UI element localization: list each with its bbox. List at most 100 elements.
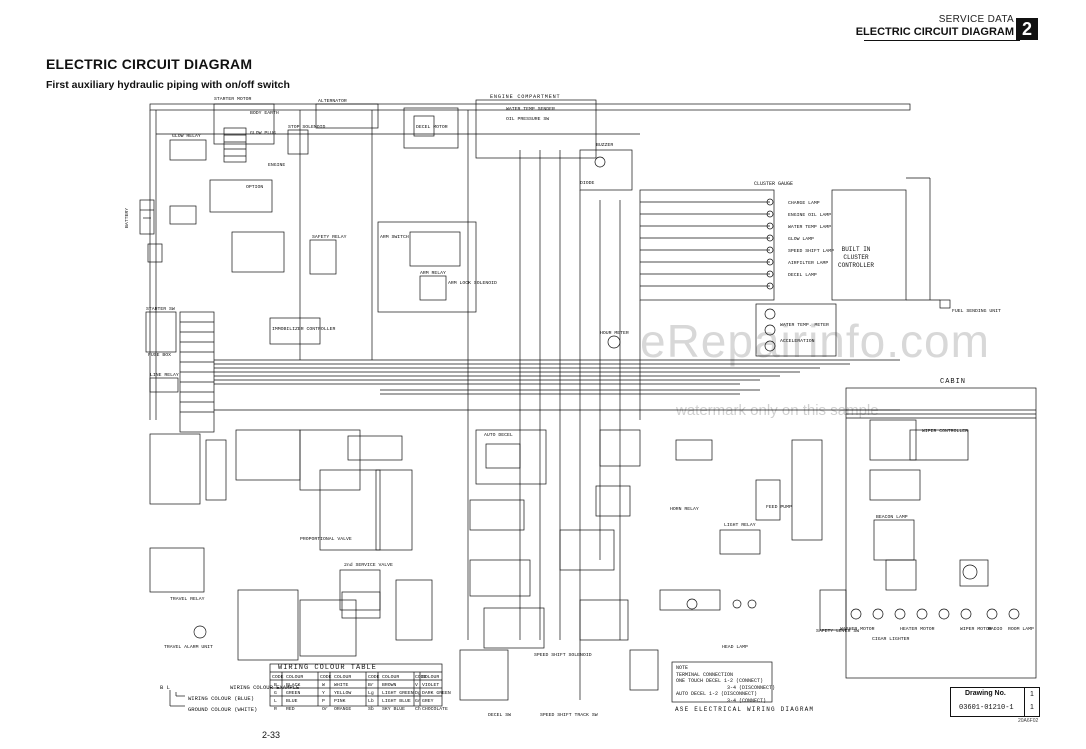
legend-wiring-colour-example: WIRING COLOUR EXAMPLE — [230, 684, 300, 691]
2nd-service-valve — [299, 599, 357, 657]
drawing-number-box: Drawing No. 03601-01210-1 1 1 — [950, 687, 1040, 717]
beacon-lamp — [873, 519, 915, 561]
label-beacon-lamp: BEACON LAMP — [876, 514, 908, 520]
label-arm-switch: ARM SWITCH — [380, 234, 409, 240]
label-arm-lock-solenoid: ARM LOCK SOLENOID — [448, 280, 497, 286]
label-starter-sw: STARTER SW — [146, 306, 175, 312]
label-decel-lamp: DECEL LAMP — [788, 272, 817, 278]
label-engine-oil-lamp: ENGINE OIL LAMP — [788, 212, 831, 218]
label-safety-lever-sw: SAFETY LEVER SW — [816, 628, 859, 634]
generator-relay-harness — [209, 179, 273, 213]
wiring-table-title: WIRING COLOUR TABLE — [278, 664, 377, 672]
svg-text:GREEN: GREEN — [286, 690, 301, 696]
svg-text:P: P — [322, 698, 325, 704]
label-buzzer: BUZZER — [596, 142, 613, 148]
drawing-no-value: 03601-01210-1 — [959, 704, 1014, 712]
label-battery: BATTERY — [124, 208, 130, 228]
meters-box — [755, 303, 837, 357]
svg-text:ORANGE: ORANGE — [334, 706, 351, 712]
svg-text:L: L — [274, 698, 277, 704]
service-proportional-box — [319, 469, 381, 551]
maintenance-light-socket — [237, 589, 299, 661]
label-glow-relay: GLOW RELAY — [172, 133, 201, 139]
header-right: SERVICE DATA ELECTRIC CIRCUIT DIAGRAM — [856, 14, 1014, 38]
beacon-relay — [869, 419, 917, 461]
label-charge-lamp: CHARGE LAMP — [788, 200, 820, 206]
svg-text:Or: Or — [322, 706, 328, 712]
svg-text:SKY BLUE: SKY BLUE — [382, 706, 405, 712]
cluster-gauge-label: CLUSTER GAUGE — [754, 181, 794, 187]
speed-shift-relay — [559, 529, 615, 571]
svg-text:CODE: CODE — [415, 674, 427, 680]
head-lamps — [659, 589, 721, 611]
feed-pump — [755, 479, 781, 521]
wiper-controller — [869, 469, 921, 501]
travel-alarm-unit — [193, 625, 207, 639]
starter-motor-block — [213, 103, 275, 145]
label-option: OPTION — [246, 184, 263, 190]
built-in-controller-label: BUILT IN CLUSTER CONTROLLER — [838, 246, 875, 269]
svg-text:CHOCOLATE: CHOCOLATE — [422, 706, 448, 712]
label-cigar-lighter: CIGAR LIGHTER — [872, 636, 910, 642]
label-decel-motor: DECEL MOTOR — [416, 124, 448, 130]
label-water-temp-lamp: WATER TEMP LAMP — [788, 224, 831, 230]
drawing-no-label: Drawing No. — [965, 690, 1006, 697]
lever-solenoid — [819, 589, 847, 631]
arm-circuit — [377, 221, 477, 313]
watermark-sample: watermark only on this sample — [676, 402, 879, 419]
chapter-number-badge: 2 — [1016, 18, 1038, 40]
svg-text:COLOUR: COLOUR — [286, 674, 303, 680]
svg-text:CODE: CODE — [320, 674, 332, 680]
label-proportional-valve: PROPORTIONAL VALVE — [300, 536, 352, 542]
svg-text:LIGHT BLUE: LIGHT BLUE — [382, 698, 411, 704]
header-rule — [864, 40, 1020, 41]
fuse — [147, 243, 163, 263]
svg-text:W: W — [322, 682, 325, 688]
shuttle-box — [347, 435, 403, 461]
engine-compartment — [475, 99, 597, 159]
label-speed-shift-solenoid: SPEED SHIFT SOLENOID — [534, 652, 592, 658]
proportional-valve-box — [235, 429, 301, 481]
label-travel-relay: TRAVEL RELAY — [170, 596, 205, 602]
page-number: 2-33 — [262, 730, 281, 740]
svg-text:G: G — [274, 690, 277, 696]
built-in-controller — [831, 189, 907, 301]
label-arm-relay: ARM RELAY — [420, 270, 446, 276]
label-fuse-box: FUSE BOX — [148, 352, 171, 358]
svg-text:WHITE: WHITE — [334, 682, 349, 688]
svg-text:BROWN: BROWN — [382, 682, 397, 688]
top-harness — [149, 103, 911, 111]
svg-text:Gr: Gr — [415, 698, 421, 704]
svg-text:GREY: GREY — [422, 698, 434, 704]
svg-text:R: R — [274, 706, 277, 712]
note-box — [671, 661, 773, 703]
stop-solenoid-relay — [231, 231, 285, 273]
safety-lever — [791, 439, 823, 541]
light-relay — [719, 529, 761, 555]
svg-text:Sb: Sb — [368, 706, 374, 712]
legend-ground-colour-white: GROUND COLOUR (WHITE) — [188, 706, 258, 713]
chapter-title: ELECTRIC CIRCUIT DIAGRAM — [855, 26, 1014, 38]
label-body-earth: BODY EARTH — [250, 110, 279, 116]
svg-text:Dg: Dg — [415, 690, 421, 696]
decel-sw-box — [459, 649, 509, 701]
travel-relay-box — [149, 547, 205, 593]
label-speed-shift-lamp: SPEED SHIFT LAMP — [788, 248, 834, 254]
glow-relay — [169, 139, 207, 161]
label-glow-lamp: GLOW LAMP — [788, 236, 814, 242]
heater-box — [885, 559, 917, 591]
label-room-lamp: ROOM LAMP — [1008, 626, 1034, 632]
line-relay — [149, 377, 179, 393]
label-glow-plug: GLOW PLUG — [250, 130, 276, 136]
label-heater-motor: HEATER MOTOR — [900, 626, 935, 632]
svg-text:RED: RED — [286, 706, 295, 712]
svg-text:DARK GREEN: DARK GREEN — [422, 690, 451, 696]
svg-text:Lb: Lb — [368, 698, 374, 704]
terminal-note: NOTE TERMINAL CONNECTION ONE TOUCH DECEL… — [676, 665, 776, 704]
relay-box-2 — [579, 599, 629, 641]
label-travel-alarm: TRAVEL ALARM UNIT — [164, 644, 213, 650]
label-2nd-service-valve: 2nd SERVICE VALVE — [344, 562, 393, 568]
label-head-lamp: HEAD LAMP — [722, 644, 748, 650]
cluster-feed-lines — [640, 201, 770, 287]
drawing-code: 20A6F02 — [1018, 718, 1039, 724]
